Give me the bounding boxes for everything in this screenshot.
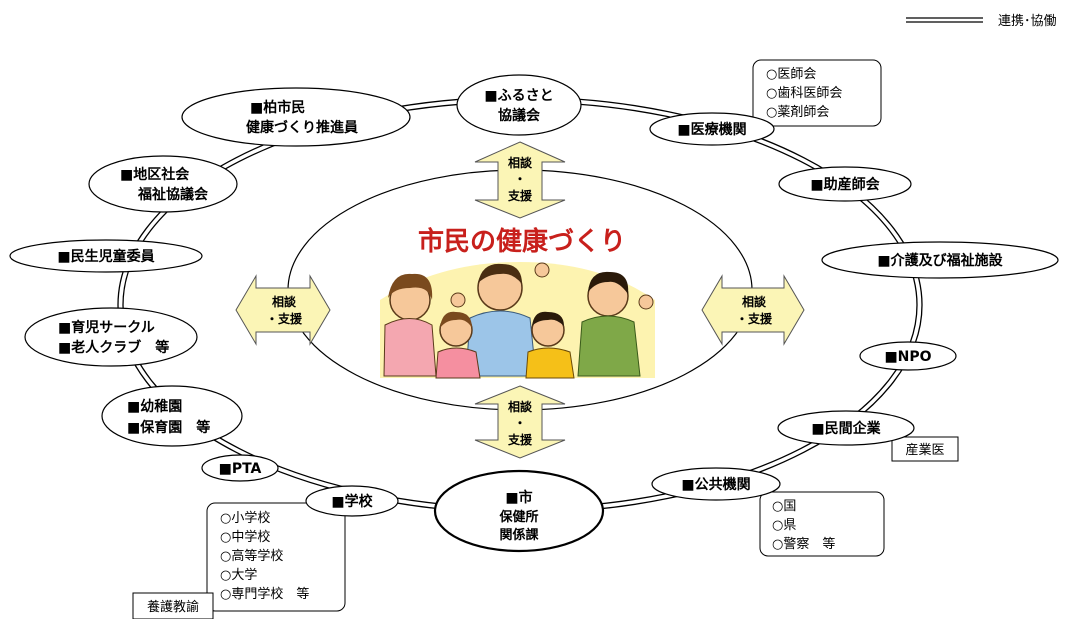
node-company: ■民間企業 [777,410,915,446]
node-kashiwa-citizens: ■柏市民 健康づくり推進員 [181,87,411,147]
node-company-label: ■民間企業 [811,420,881,437]
node-circle-line2: ■老人クラブ 等 [58,339,169,356]
box-industrial-doctor-label: 産業医 [905,442,944,458]
node-welfare-council-line2: 福祉協議会 [137,186,209,203]
legend-label: 連携･協働 [998,13,1057,29]
arrow-top-line1: 相談 [508,155,533,170]
node-school-label: ■学校 [331,493,373,510]
node-midwife-label: ■助産師会 [810,176,880,193]
node-minsei-label: ■民生児童委員 [57,248,154,265]
node-kindergarten: ■幼稚園 ■保育園 等 [101,385,243,447]
node-pta: ■PTA [201,454,279,482]
node-welfare-council-line1: ■地区社会 [120,166,190,183]
box-medical-item3: ○薬剤師会 [766,104,829,120]
node-city: ■市 保健所 関係課 [433,469,605,553]
arrow-right-line2: ・支援 [736,311,773,326]
node-care: ■介護及び福祉施設 [821,241,1059,279]
box-school-item2: ○中学校 [220,529,270,545]
node-furusato-line1: ■ふるさと [484,88,553,104]
arrow-top-line3: 支援 [507,188,533,203]
box-school-item3: ○高等学校 [220,548,283,564]
box-school-item5: ○専門学校 等 [220,586,309,602]
arrow-bottom-line1: 相談 [508,399,533,414]
center-title: 市民の健康づくり [418,226,626,257]
node-minsei: ■民生児童委員 [9,239,203,273]
box-public-item3: ○警察 等 [772,536,835,552]
arrow-bottom-line3: 支援 [507,432,533,447]
arrow-left-line2: ・支援 [266,311,303,326]
node-npo: ■NPO [859,341,957,371]
node-medical: ■医療機関 [649,112,775,146]
node-care-label: ■介護及び福祉施設 [877,252,1003,269]
box-public-list: ○国 ○県 ○警察 等 [759,491,885,557]
node-city-line3: 関係課 [499,527,539,543]
node-city-line1: ■市 [505,489,532,506]
node-city-line2: 保健所 [498,509,538,525]
arrow-top: 相談 ・ 支援 [474,141,566,219]
node-pta-label: ■PTA [219,461,262,477]
box-school-nurse-label: 養護教諭 [147,599,199,615]
node-kindergarten-line2: ■保育園 等 [127,419,210,436]
arrow-right: 相談 ・支援 [701,274,805,346]
box-industrial-doctor: 産業医 [891,436,959,462]
box-school-nurse: 養護教諭 [132,592,214,619]
arrow-bottom-line2: ・ [514,416,526,430]
node-school: ■学校 [305,485,399,517]
arrow-left-line1: 相談 [272,294,297,309]
box-public-item2: ○県 [772,518,796,533]
box-medical-associations: ○医師会 ○歯科医師会 ○薬剤師会 [752,59,882,127]
node-public: ■公共機関 [651,467,781,501]
box-medical-item2: ○歯科医師会 [766,86,842,101]
box-medical-item1: ○医師会 [766,67,816,82]
node-welfare-council: ■地区社会 福祉協議会 [88,155,238,213]
arrow-left: 相談 ・支援 [235,274,331,346]
node-circle: ■育児サークル ■老人クラブ 等 [24,307,198,367]
arrow-right-line1: 相談 [742,294,767,309]
node-circle-line1: ■育児サークル [58,319,155,336]
node-midwife: ■助産師会 [778,166,912,202]
node-furusato: ■ふるさと 協議会 [456,74,582,136]
family-illustration [380,262,655,379]
box-public-item1: ○国 [772,499,796,514]
node-npo-label: ■NPO [884,349,931,365]
legend: 連携･協働 [906,13,1057,29]
node-kindergarten-line1: ■幼稚園 [127,398,182,415]
node-medical-label: ■医療機関 [677,121,746,138]
box-school-item4: ○大学 [220,567,257,583]
node-kashiwa-citizens-line1: ■柏市民 [250,99,305,116]
box-school-item1: ○小学校 [220,510,270,526]
node-furusato-line2: 協議会 [498,107,541,124]
node-public-label: ■公共機関 [681,476,750,493]
node-kashiwa-citizens-line2: 健康づくり推進員 [246,119,358,136]
arrow-top-line2: ・ [514,172,526,186]
arrow-bottom: 相談 ・ 支援 [474,385,566,459]
box-school-list: ○小学校 ○中学校 ○高等学校 ○大学 ○専門学校 等 [206,502,346,612]
